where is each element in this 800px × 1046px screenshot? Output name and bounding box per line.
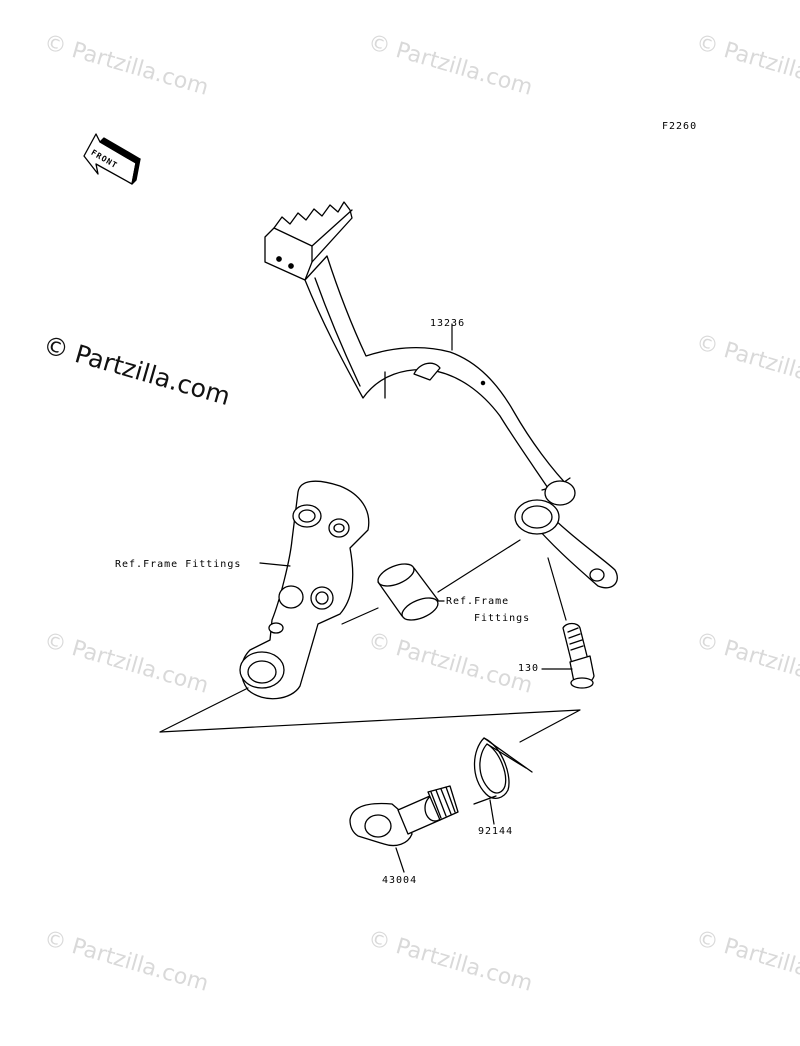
part-number-bolt[interactable]: 130 bbox=[518, 663, 540, 674]
bolt bbox=[562, 622, 595, 689]
spring bbox=[473, 737, 533, 805]
diagram-code: F2260 bbox=[662, 121, 698, 132]
ref-frame-fittings-left[interactable]: Ref.Frame Fittings bbox=[115, 559, 242, 570]
part-number-spring[interactable]: 92144 bbox=[478, 826, 514, 837]
brake-pedal bbox=[264, 201, 618, 589]
leader-lines bbox=[159, 323, 581, 873]
part-number-pedal[interactable]: 13236 bbox=[430, 318, 466, 329]
ref-frame-collar-line2[interactable]: Fittings bbox=[474, 613, 531, 624]
part-number-shaft[interactable]: 43004 bbox=[382, 875, 418, 886]
ref-frame-collar-line1[interactable]: Ref.Frame bbox=[446, 596, 510, 607]
frame-collar bbox=[377, 563, 439, 621]
front-arrow-icon bbox=[83, 133, 141, 185]
frame-bracket bbox=[239, 480, 370, 700]
shaft bbox=[349, 785, 459, 847]
